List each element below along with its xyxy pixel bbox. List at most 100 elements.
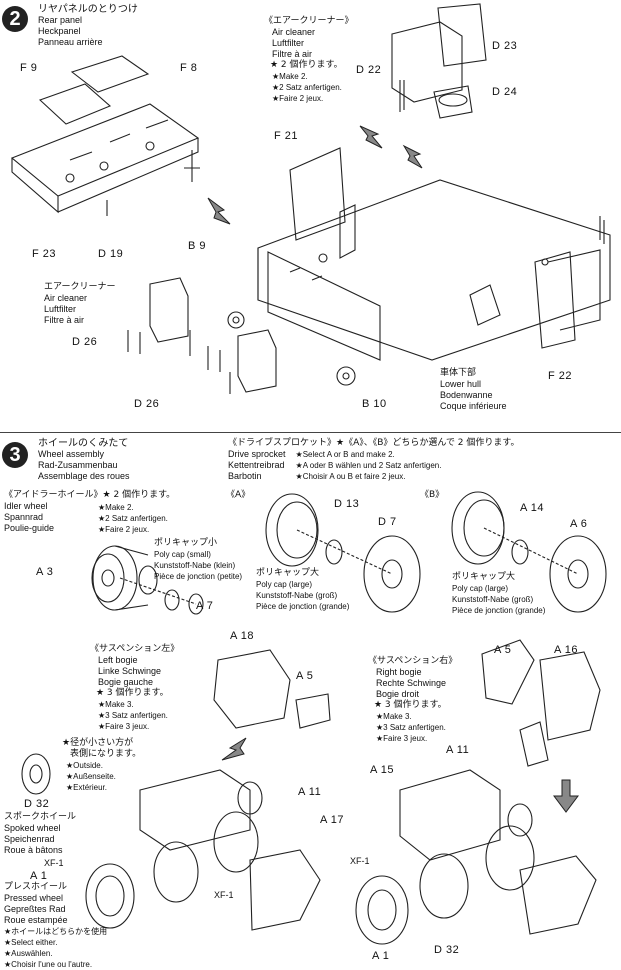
left-bogie-de: Linke Schwinge bbox=[98, 666, 162, 676]
idler-wheel-de: Spannrad bbox=[4, 512, 44, 522]
poly-cap-small-fr: Pièce de jonction (petite) bbox=[154, 572, 243, 581]
air-cleaner-parts-drawing bbox=[391, 3, 487, 119]
step2-arrows bbox=[207, 125, 423, 225]
part-label-d32-left: D 32 bbox=[24, 798, 50, 810]
step2-title-en: Rear panel bbox=[38, 15, 83, 25]
step3-title-de: Rad-Zusammenbau bbox=[38, 460, 118, 470]
part-label-f9: F 9 bbox=[20, 62, 38, 74]
lower-hull-drawing bbox=[257, 147, 611, 361]
air-cleaner-en: Air cleaner bbox=[272, 27, 316, 37]
outside-note-jp1: ★径が小さい方が bbox=[62, 738, 134, 748]
paint-label-xf1-c: XF-1 bbox=[350, 856, 370, 866]
air-cleaner-side-en: Air cleaner bbox=[44, 293, 88, 303]
part-label-b10: B 10 bbox=[362, 398, 387, 410]
poly-cap-large-a-de: Kunststoff-Nabe (groß) bbox=[256, 591, 338, 600]
poly-cap-large-b-fr: Pièce de jonction (grande) bbox=[452, 606, 546, 615]
idler-make-de: ★2 Satz anfertigen. bbox=[98, 514, 168, 523]
part-label-a1-right: A 1 bbox=[372, 950, 390, 962]
make-count-jp: ★ 2 個作ります。 bbox=[270, 60, 343, 70]
part-label-a15: A 15 bbox=[370, 764, 395, 776]
lower-hull-fr: Coque inférieure bbox=[440, 401, 507, 411]
part-label-f21: F 21 bbox=[274, 130, 299, 142]
left-bogie-make-jp: ★ 3 個作ります。 bbox=[96, 688, 169, 698]
idler-make-note: ★Make 2. ★2 Satz anfertigen. ★Faire 2 je… bbox=[98, 502, 168, 535]
step2-title-fr: Panneau arrière bbox=[38, 37, 103, 47]
right-bogie-make-jp: ★ 3 個作ります。 bbox=[374, 700, 447, 710]
left-bogie-make-en: ★Make 3. bbox=[98, 700, 134, 709]
idler-wheel-note: 《アイドラーホイール》★ 2 個作ります。 Idler wheel Spannr… bbox=[4, 490, 175, 534]
idler-make-fr: ★Faire 2 jeux. bbox=[98, 525, 150, 534]
sprocket-a-drawing bbox=[265, 493, 421, 613]
step3-title-jp: ホイールのくみたて bbox=[38, 438, 129, 449]
step2-title-jp: リヤパネルのとりつけ bbox=[38, 4, 138, 15]
paint-label-xf1-b: XF-1 bbox=[214, 890, 234, 900]
pressed-wheel-note: プレスホイール Pressed wheel Gepreßtes Rad Roue… bbox=[4, 882, 107, 970]
outside-note-en: ★Outside. bbox=[66, 761, 103, 770]
part-label-f8: F 8 bbox=[180, 62, 198, 74]
poly-cap-large-a-en: Poly cap (large) bbox=[256, 580, 313, 589]
select-either-jp: ★ホイールはどちらかを使用 bbox=[4, 927, 108, 936]
option-b-label: 《B》 bbox=[420, 490, 445, 500]
poly-cap-large-b-de: Kunststoff-Nabe (groß) bbox=[452, 595, 534, 604]
option-a-label: 《A》 bbox=[226, 490, 251, 500]
part-label-a5-left: A 5 bbox=[296, 670, 314, 682]
left-bogie-make-fr: ★Faire 3 jeux. bbox=[98, 722, 150, 731]
poly-cap-large-a-note: ポリキャップ大 Poly cap (large) Kunststoff-Nabe… bbox=[256, 568, 349, 612]
outside-note-fr: ★Extérieur. bbox=[66, 783, 107, 792]
air-cleaner-note-top: 《エアークリーナー》 Air cleaner Luftfilter Filtre… bbox=[264, 16, 353, 104]
air-cleaner-jp: 《エアークリーナー》 bbox=[264, 16, 354, 26]
part-label-d13: D 13 bbox=[334, 498, 360, 510]
part-label-a11-right: A 11 bbox=[446, 744, 470, 756]
make-count-en: ★Make 2. bbox=[272, 72, 308, 81]
poly-cap-large-a-fr: Pièce de jonction (grande) bbox=[256, 602, 350, 611]
select-either-fr: ★Choisir l'une ou l'autre. bbox=[4, 960, 93, 969]
spoked-wheel-de: Speichenrad bbox=[4, 834, 55, 844]
drive-sprocket-note-fr: ★Choisir A ou B et faire 2 jeux. bbox=[295, 472, 406, 481]
idler-wheel-drawing bbox=[91, 545, 204, 615]
select-either-de: ★Auswählen. bbox=[4, 949, 53, 958]
right-bogie-fr: Bogie droit bbox=[376, 689, 420, 699]
part-label-a7: A 7 bbox=[196, 600, 214, 612]
poly-cap-small-en: Poly cap (small) bbox=[154, 550, 211, 559]
lower-hull-note: 車体下部 Lower hull Bodenwanne Coque inférie… bbox=[440, 368, 507, 412]
air-cleaner-fr: Filtre à air bbox=[272, 49, 313, 59]
part-label-a5-right: A 5 bbox=[494, 644, 512, 656]
drive-sprocket-note: 《ドライブスプロケット》★《A》、《B》どちらか選んで 2 個作ります。 Dri… bbox=[228, 438, 520, 482]
step3-title-fr: Assemblage des roues bbox=[38, 471, 130, 481]
left-bogie-en: Left bogie bbox=[98, 655, 138, 665]
step-number-3: 3 bbox=[2, 442, 28, 468]
step3-arrows bbox=[221, 737, 579, 813]
part-label-a17: A 17 bbox=[320, 814, 345, 826]
part-label-a16: A 16 bbox=[554, 644, 579, 656]
part-label-d32-right: D 32 bbox=[434, 944, 460, 956]
part-label-a1-left: A 1 bbox=[30, 870, 48, 882]
part-label-f23: F 23 bbox=[32, 248, 57, 260]
poly-cap-large-b-note: ポリキャップ大 Poly cap (large) Kunststoff-Nabe… bbox=[452, 572, 545, 616]
step-number-2: 2 bbox=[2, 6, 28, 32]
right-bogie-note: 《サスペンション右》 Right bogie Rechte Schwinge B… bbox=[368, 656, 457, 744]
part-label-d26-b: D 26 bbox=[134, 398, 160, 410]
left-bogie-fr: Bogie gauche bbox=[98, 677, 154, 687]
part-label-f22: F 22 bbox=[548, 370, 573, 382]
part-label-a14: A 14 bbox=[520, 502, 545, 514]
spoked-wheel-fr: Roue à bâtons bbox=[4, 845, 63, 855]
pressed-wheel-de: Gepreßtes Rad bbox=[4, 904, 66, 914]
left-bogie-drawing bbox=[21, 649, 331, 931]
drive-sprocket-jp: 《ドライブスプロケット》★《A》、《B》どちらか選んで 2 個作ります。 bbox=[228, 438, 520, 448]
right-bogie-drawing bbox=[355, 639, 601, 945]
lower-hull-en: Lower hull bbox=[440, 379, 482, 389]
drive-sprocket-note-en: ★Select A or B and make 2. bbox=[295, 450, 395, 459]
right-bogie-en: Right bogie bbox=[376, 667, 422, 677]
pressed-wheel-en: Pressed wheel bbox=[4, 893, 64, 903]
left-bogie-jp: 《サスペンション左》 bbox=[90, 644, 180, 654]
spoked-wheel-note: スポークホイール Spoked wheel Speichenrad Roue à… bbox=[4, 812, 76, 856]
poly-cap-small-jp: ポリキャップ小 bbox=[154, 538, 218, 548]
outside-note-jp2: 表側になります。 bbox=[70, 749, 142, 759]
part-label-a11-left: A 11 bbox=[298, 786, 322, 798]
part-label-d26-a: D 26 bbox=[72, 336, 98, 348]
part-label-a3: A 3 bbox=[36, 566, 54, 578]
air-cleaner-assemblies-drawing bbox=[127, 277, 356, 394]
part-label-a6: A 6 bbox=[570, 518, 588, 530]
part-label-d24: D 24 bbox=[492, 86, 518, 98]
